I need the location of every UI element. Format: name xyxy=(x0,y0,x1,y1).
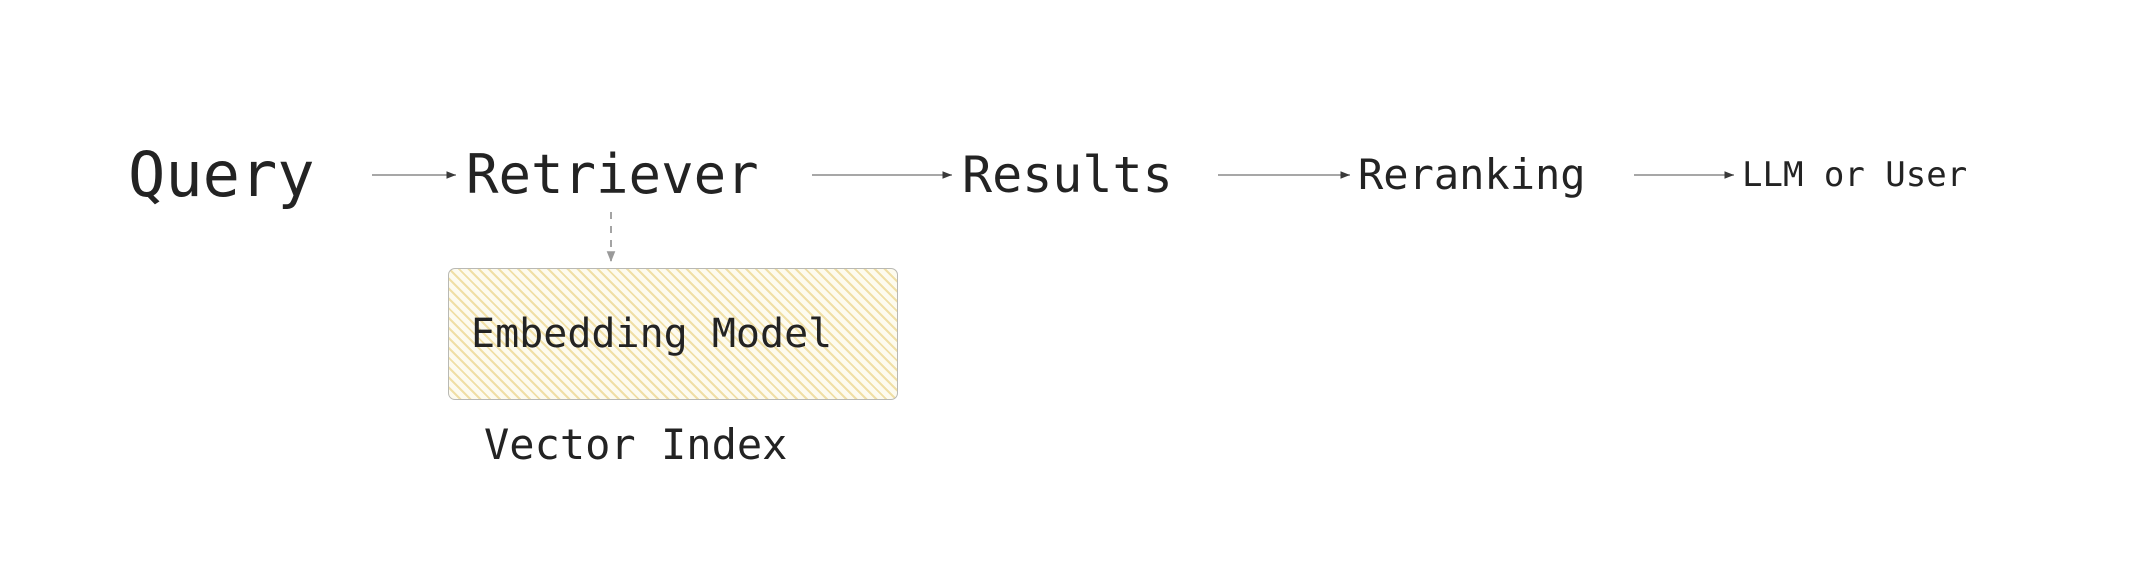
node-reranking[interactable]: Reranking xyxy=(1358,150,1586,199)
node-results[interactable]: Results xyxy=(962,146,1173,204)
node-llm-or-user[interactable]: LLM or User xyxy=(1742,155,1968,195)
node-retriever[interactable]: Retriever xyxy=(466,143,759,206)
embedding-model-label: Embedding Model xyxy=(471,311,833,357)
embedding-model-box[interactable]: Embedding Model xyxy=(448,268,898,400)
vector-index-caption: Vector Index xyxy=(484,420,788,469)
node-query[interactable]: Query xyxy=(128,138,315,211)
